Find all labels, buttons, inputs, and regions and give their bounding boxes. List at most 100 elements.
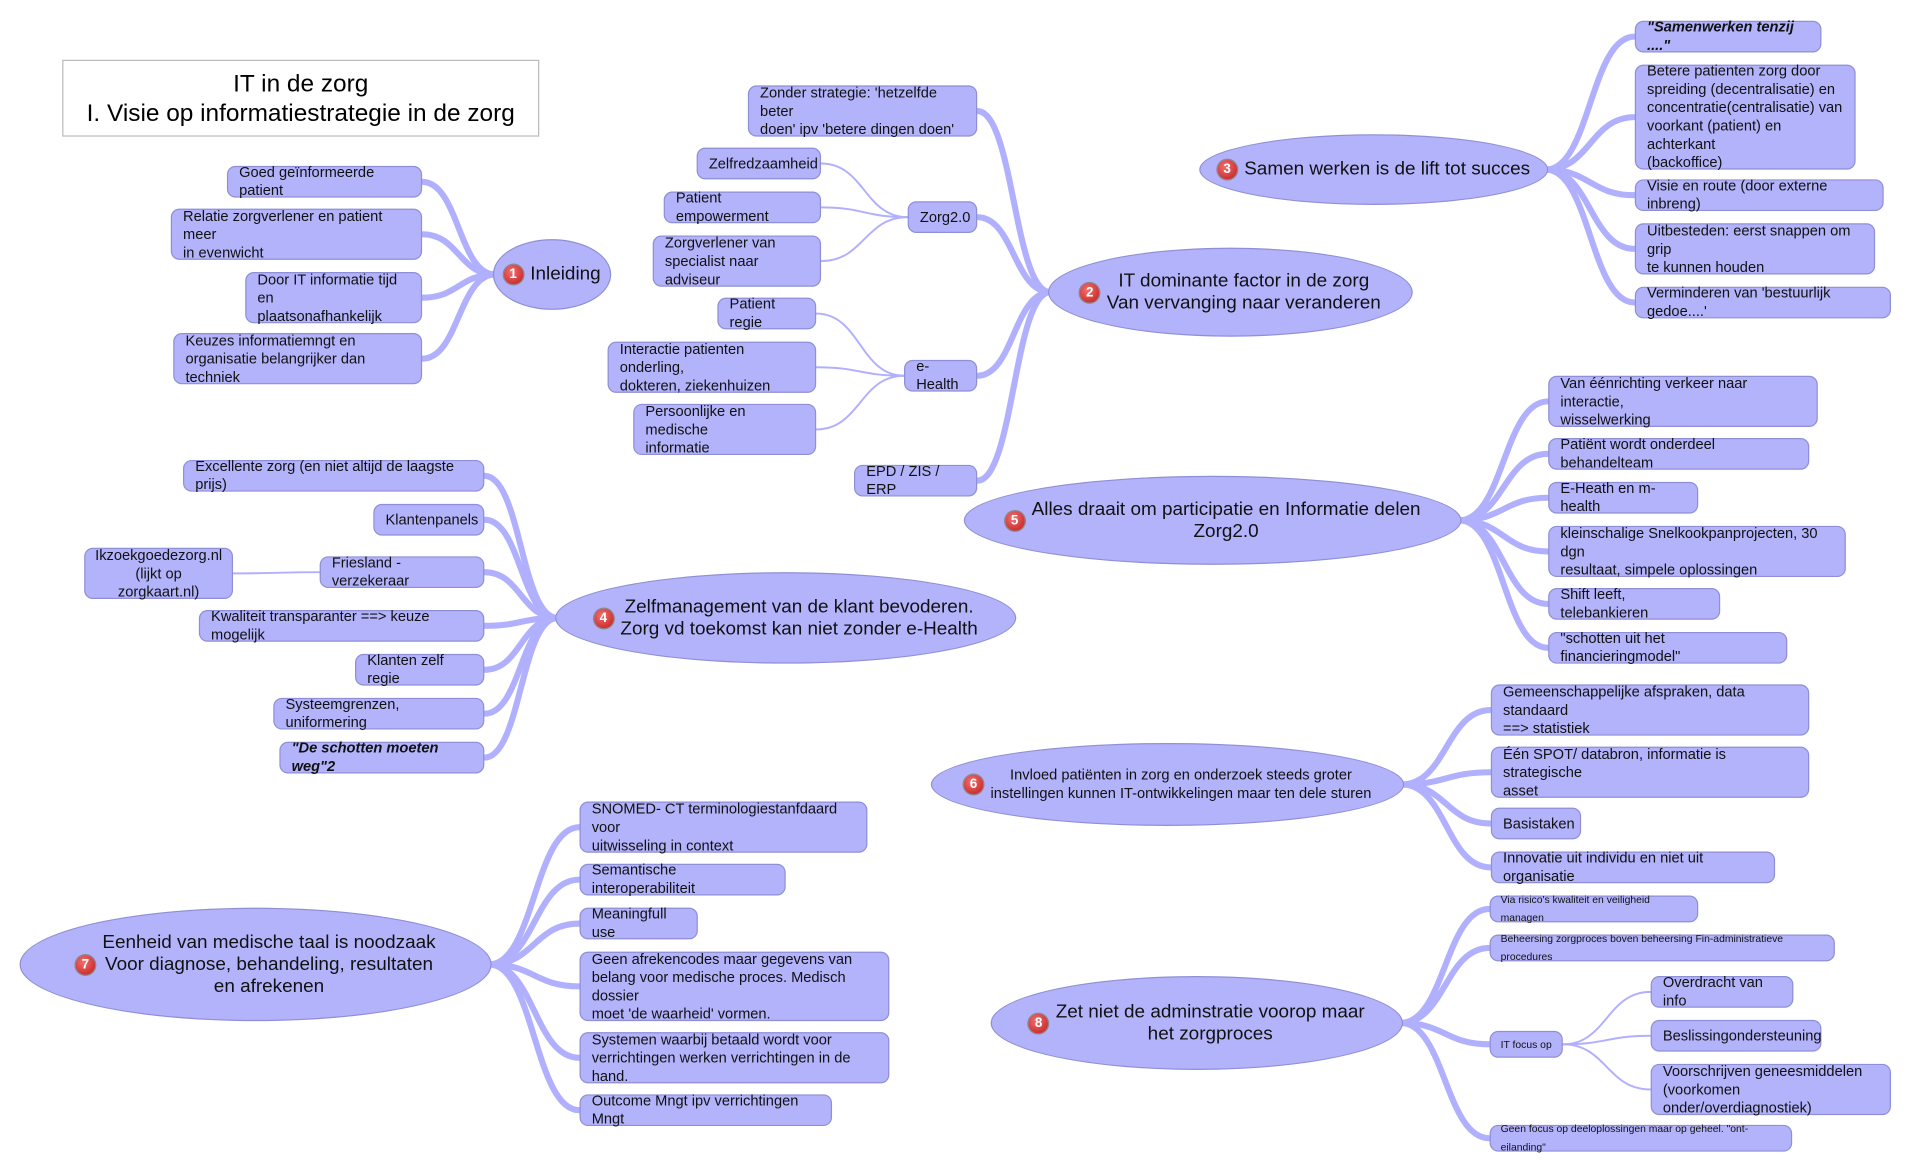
connector-line [1561,990,1652,1046]
title-line-2: I. Visie op informatiestrategie in de zo… [86,100,515,127]
subtopic[interactable]: Patiënt wordt onderdeel behandelteam [1548,436,1810,471]
subtopic[interactable]: Overdracht van info [1650,974,1794,1009]
topic-1-node[interactable]: 1 Inleiding [492,239,612,310]
subtopic[interactable]: Geen focus op deeloplossingen maar op ge… [1489,1122,1793,1153]
subtopic[interactable]: E-Heath en m-health [1548,479,1699,515]
subtopic[interactable]: Zelfredzaamheid [696,147,822,180]
subtopic[interactable]: Persoonlijke en medische informatie [633,402,817,456]
subtopic[interactable]: Ikzoekgoedezorg.nl (lijkt op zorgkaart.n… [84,546,234,600]
topic-label: Alles draait om participatie en Informat… [1031,498,1421,542]
subtopic[interactable]: "schotten uit het financieringmodel" [1548,630,1788,665]
topic-6-node[interactable]: 6 Invloed patiënten in zorg en onderzoek … [930,742,1405,826]
subtopic[interactable]: Semantische interoperabiliteit [579,861,786,897]
priority-2-icon: 2 [1079,282,1100,302]
subtopic[interactable]: Friesland - verzekeraar [319,554,485,589]
connector-line [1398,769,1494,788]
topic-label: Inleiding [530,263,601,285]
subtopic[interactable]: Via risico's kwaliteit en veiligheid man… [1489,893,1699,924]
connector-line [1397,944,1493,1027]
connector-line [1456,494,1552,524]
subtopic[interactable]: Patient regie [717,295,817,331]
subtopic[interactable]: Beheersing zorgproces boven beheersing F… [1489,932,1835,963]
topic-3-node[interactable]: 3 Samen werken is de lift tot succes [1199,134,1549,205]
subtopic[interactable]: EPD / ZIS / ERP [854,462,978,498]
topic-label: Zet niet de adminstratie voorop maar het… [1055,1001,1365,1044]
subtopic[interactable]: SNOMED- CT terminologiestanfdaard voor u… [579,800,868,853]
subtopic[interactable]: Patient empowerment [663,189,822,224]
connector-line [486,961,583,1114]
subtopic[interactable]: Zorgverlener van specialist naar adviseu… [652,234,822,287]
subtopic[interactable]: Gemeenschappelijke afspraken, data stand… [1490,683,1810,736]
subtopic[interactable]: Door IT informatie tijd en plaatsonafhan… [245,270,423,324]
topic-5-node[interactable]: 5 Alles draait om participatie en Informa… [963,475,1462,565]
subtopic[interactable]: Zonder strategie: 'hetzelfde beter doen'… [747,84,978,137]
topic-label: IT dominante factor in de zorg Van verva… [1106,270,1381,313]
connector-line [419,178,499,278]
connector-line [1542,166,1638,306]
subtopic[interactable]: Interactie patienten onderling, dokteren… [607,340,817,393]
connector-line [974,289,1054,484]
subtopic[interactable]: Shift leeft, telebankieren [1548,586,1721,621]
connector-line [481,614,561,761]
priority-7-icon: 7 [75,954,96,975]
subtopic-ehealth[interactable]: e-Health [904,357,978,393]
connector-line [820,206,909,219]
subtopic[interactable]: Systeemgrenzen, uniformering [273,695,485,731]
subtopic[interactable]: Beslissingondersteuning [1650,1019,1822,1052]
subtopic[interactable]: Keuzes informatiemngt en organisatie bel… [173,331,423,385]
connector-line [820,216,909,263]
subtopic[interactable]: Klanten zelf regie [355,651,485,687]
connector-line [974,289,1054,379]
priority-1-icon: 1 [503,264,523,285]
topic-7-node[interactable]: 7 Eenheid van medische taal is noodzaak V… [19,907,492,1022]
subtopic[interactable]: Geen afrekencodes maar gegevens van bela… [579,950,890,1022]
subtopic[interactable]: Basistaken [1490,807,1582,840]
subtopic-zorg20[interactable]: Zorg2.0 [907,201,978,234]
subtopic[interactable]: Goed geïnformeerde patient [226,163,423,199]
subtopic[interactable]: Van éénrichting verkeer naar interactie,… [1548,374,1818,428]
connector-line [815,374,905,431]
topic-label: Zelfmanagement van de klant bevoderen. Z… [620,595,978,639]
subtopic[interactable]: Excellente zorg (en niet altijd de laags… [183,458,485,493]
subtopic[interactable]: "Samenwerken tenzij ...." [1634,18,1822,54]
connector-line [974,214,1054,296]
connector-line [1542,33,1638,173]
subtopic[interactable]: Kwaliteit transparanter ==> keuze mogeli… [198,608,485,643]
subtopic[interactable]: Betere patienten zorg door spreiding (de… [1634,62,1856,171]
subtopic[interactable]: Meaningfull use [579,905,698,941]
priority-5-icon: 5 [1004,510,1025,531]
subtopic[interactable]: Visie en route (door externe inbreng) [1634,177,1884,212]
topic-8-node[interactable]: 8 Zet niet de adminstratie voorop maar he… [990,976,1403,1070]
subtopic[interactable]: Innovatie uit individu en niet uit organ… [1490,849,1776,885]
connector-line [481,516,561,621]
connector-line [1456,398,1552,524]
connector-line [815,312,905,377]
subtopic[interactable]: Één SPOT/ databron, informatie is strate… [1490,745,1810,798]
priority-8-icon: 8 [1028,1013,1049,1033]
subtopic[interactable]: kleinschalige Snelkookpanprojecten, 30 d… [1548,524,1846,578]
subtopic[interactable]: Outcome Mngt ipv verrichtingen Mngt [579,1092,833,1127]
title-line-1: IT in de zorg [233,70,369,98]
topic-2-node[interactable]: 2 IT dominante factor in de zorg Van verv… [1047,247,1413,337]
connector-line [815,366,905,377]
topic-4-node[interactable]: 4 Zelfmanagement van de klant bevoderen. … [555,572,1017,664]
topic-label: Samen werken is de lift tot succes [1244,158,1531,180]
priority-6-icon: 6 [963,774,984,795]
connector-line [820,162,909,219]
subtopic[interactable]: Systemen waarbij betaald wordt voor verr… [579,1030,890,1084]
connector-line [1398,781,1494,871]
subtopic[interactable]: Uitbesteden: eerst snappen om grip te ku… [1634,221,1876,275]
subtopic[interactable]: Relatie zorgverlener en patient meer in … [170,207,423,260]
connector-line [1561,1034,1652,1046]
subtopic[interactable]: Voorschrijven geneesmiddelen (voorkomen … [1650,1062,1891,1116]
topic-label: Invloed patiënten in zorg en onderzoek s… [990,766,1372,802]
subtopic[interactable]: Verminderen van 'bestuurlijk gedoe....' [1634,284,1891,320]
topic-label: Eenheid van medische taal is noodzaak Vo… [102,931,436,997]
priority-3-icon: 3 [1217,159,1237,180]
subtopic[interactable]: Klantenpanels [373,503,485,536]
priority-4-icon: 4 [593,608,614,628]
subtopic[interactable]: "De schotten moeten weg"2 [279,739,485,775]
connector-line [974,107,1054,296]
subtopic-it-focus[interactable]: IT focus op [1489,1030,1563,1058]
